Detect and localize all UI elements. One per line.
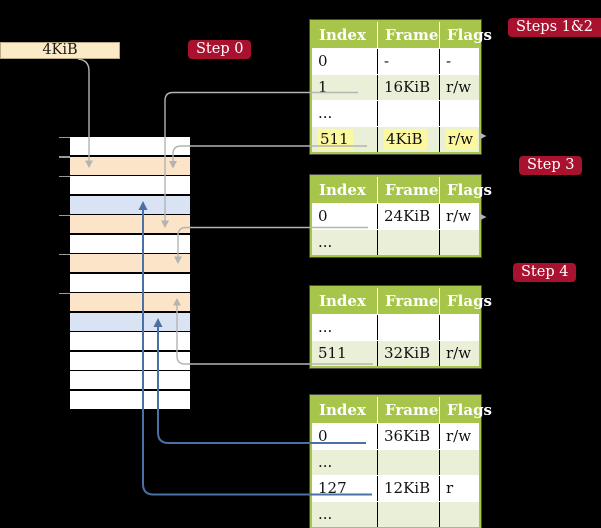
- tick-mark: [59, 136, 70, 138]
- table-cell: [378, 315, 440, 340]
- column-header: Frame: [378, 397, 440, 423]
- table-row: 0--: [312, 48, 479, 74]
- memory-row-9: [70, 293, 190, 311]
- memory-row-6: [70, 234, 190, 253]
- table-cell: 0: [312, 424, 378, 449]
- column-header: Frame: [378, 22, 440, 48]
- frame-size-box: 4KiB: [0, 42, 120, 59]
- table-row: ...: [312, 449, 479, 475]
- table-cell: 511: [312, 127, 378, 152]
- table-cell: r/w: [446, 78, 472, 96]
- step-3-badge: Step 3: [519, 156, 583, 175]
- column-header: Flags: [447, 401, 492, 419]
- column-header: Index: [312, 397, 378, 423]
- column-header: Frame: [378, 177, 440, 203]
- frame-size-label: 4KiB: [42, 42, 78, 58]
- highlighted-value: 511: [318, 129, 353, 150]
- table-cell: 16KiB: [378, 75, 440, 100]
- memory-row-14: [70, 390, 190, 409]
- memory-row-13: [70, 371, 190, 389]
- table-cell: r/w: [446, 427, 472, 445]
- table-cell: r/w: [446, 344, 472, 362]
- table-cell: r: [446, 479, 454, 497]
- memory-row-11: [70, 332, 190, 350]
- memory-row-10: [70, 312, 190, 331]
- memory-row-8: [70, 273, 190, 292]
- table-cell: 36KiB: [378, 424, 440, 449]
- table-cell: 1: [312, 75, 378, 100]
- memory-row-3: [70, 176, 190, 194]
- column-header: Frame: [378, 288, 440, 314]
- table-cell: 127: [312, 476, 378, 501]
- highlighted-value: 4KiB: [384, 129, 427, 150]
- table-row: ...: [312, 314, 479, 340]
- table-cell: ...: [312, 101, 378, 126]
- table-cell: r/w: [446, 207, 472, 225]
- column-header: Index: [312, 177, 378, 203]
- steps-1-2-badge: Steps 1&2: [507, 18, 601, 37]
- memory-row-2: [70, 156, 190, 175]
- table-cell: -: [378, 49, 440, 74]
- column-header: Index: [312, 22, 378, 48]
- step-0-badge: Step 0: [188, 40, 252, 59]
- table-cell: [440, 450, 479, 475]
- table-cell: [378, 101, 440, 126]
- memory-row-1: [70, 137, 190, 155]
- table-cell: [378, 230, 440, 255]
- table-cell: 4KiB: [378, 127, 440, 152]
- highlighted-value: r/w: [446, 129, 478, 150]
- table-cell: 0: [312, 204, 378, 229]
- column-header: Flags: [447, 181, 492, 199]
- memory-stack: [70, 137, 190, 410]
- tick-mark: [59, 175, 70, 177]
- table-row: ...: [312, 229, 479, 255]
- table-cell: ...: [312, 230, 378, 255]
- table-cell: [440, 502, 479, 527]
- table-cell: [440, 230, 479, 255]
- tick-mark: [59, 292, 70, 294]
- column-header: Flags: [447, 292, 492, 310]
- table-row: ...: [312, 100, 479, 126]
- table-cell: 32KiB: [378, 341, 440, 366]
- table-cell: 24KiB: [378, 204, 440, 229]
- tick-mark: [59, 214, 70, 216]
- tick-mark: [59, 156, 70, 158]
- table-cell: -: [446, 52, 452, 70]
- table-cell: [378, 502, 440, 527]
- table-cell: r/w: [440, 127, 479, 152]
- table-row: ...: [312, 501, 479, 527]
- memory-row-4: [70, 195, 190, 214]
- table-cell: 511: [312, 341, 378, 366]
- column-header: Index: [312, 288, 378, 314]
- memory-row-7: [70, 254, 190, 272]
- table-cell: 12KiB: [378, 476, 440, 501]
- column-header: Flags: [447, 26, 492, 44]
- memory-row-5: [70, 215, 190, 233]
- table-cell: [440, 101, 479, 126]
- step-4-badge: Step 4: [513, 263, 577, 282]
- table-cell: ...: [312, 502, 378, 527]
- table-cell: ...: [312, 315, 378, 340]
- table-cell: [440, 315, 479, 340]
- table-cell: ...: [312, 450, 378, 475]
- table-cell: 0: [312, 49, 378, 74]
- table-cell: [378, 450, 440, 475]
- table-row: 511 4KiB r/w: [312, 126, 479, 152]
- tick-mark: [59, 253, 70, 255]
- memory-row-12: [70, 351, 190, 370]
